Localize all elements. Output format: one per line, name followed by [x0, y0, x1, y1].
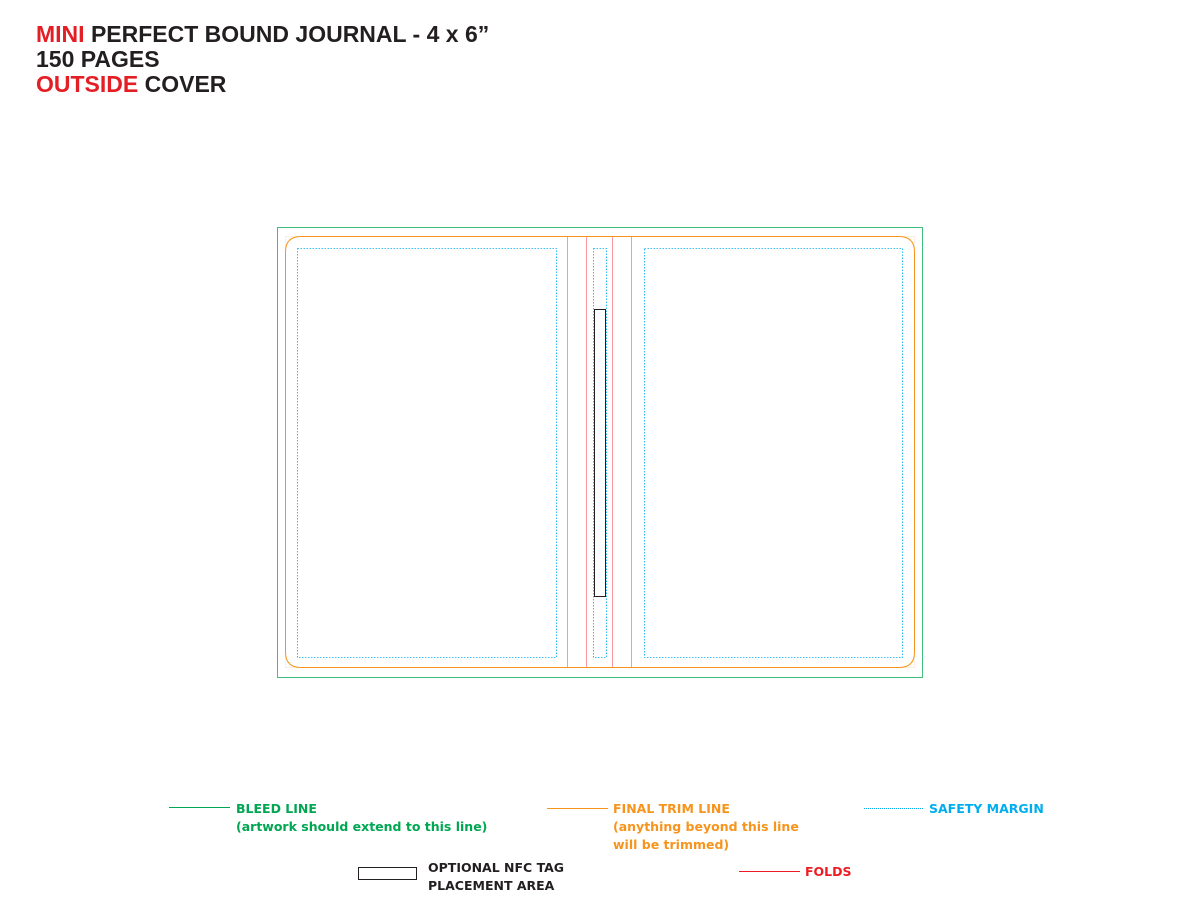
title-accent-outside: OUTSIDE	[36, 71, 139, 97]
legend-folds-label: FOLDS	[805, 864, 852, 879]
legend-trim-note-1: (anything beyond this line	[613, 819, 799, 834]
safety-margin-spine	[593, 248, 607, 658]
trim-line	[285, 236, 915, 668]
safety-margin-front-cover	[644, 248, 903, 658]
title-line-3: OUTSIDE COVER	[36, 72, 489, 97]
title-line-pages: 150 PAGES	[36, 46, 160, 72]
title-accent-mini: MINI	[36, 21, 85, 47]
trim-corner-guide	[285, 236, 915, 668]
legend-trim-label: FINAL TRIM LINE	[613, 801, 730, 816]
title-line-1: MINI PERFECT BOUND JOURNAL - 4 x 6”	[36, 22, 489, 47]
legend-safety-swatch	[864, 808, 923, 809]
legend-nfc-swatch	[358, 867, 417, 880]
legend-bleed-note: (artwork should extend to this line)	[236, 819, 488, 834]
nfc-tag-area	[594, 309, 606, 597]
legend-safety-label: SAFETY MARGIN	[929, 801, 1044, 816]
legend-safety: SAFETY MARGIN	[929, 800, 1044, 818]
legend-bleed-swatch	[169, 807, 230, 808]
legend-nfc: OPTIONAL NFC TAG PLACEMENT AREA	[428, 859, 564, 895]
safety-margin-back-cover	[297, 248, 557, 658]
legend-bleed-label: BLEED LINE	[236, 801, 317, 816]
legend-trim-note-2: will be trimmed)	[613, 837, 730, 852]
legend-nfc-label-2: PLACEMENT AREA	[428, 878, 555, 893]
legend-folds-swatch	[739, 871, 800, 872]
legend-trim-swatch	[547, 808, 608, 809]
title-block: MINI PERFECT BOUND JOURNAL - 4 x 6” 150 …	[36, 22, 489, 97]
legend-bleed: BLEED LINE (artwork should extend to thi…	[236, 800, 487, 836]
bleed-line	[277, 227, 923, 678]
title-cover: COVER	[138, 71, 227, 97]
title-journal-name: PERFECT BOUND JOURNAL - 4 x 6”	[84, 21, 490, 47]
legend-trim: FINAL TRIM LINE (anything beyond this li…	[613, 800, 799, 854]
legend-folds: FOLDS	[805, 863, 852, 881]
legend-nfc-label-1: OPTIONAL NFC TAG	[428, 860, 565, 875]
